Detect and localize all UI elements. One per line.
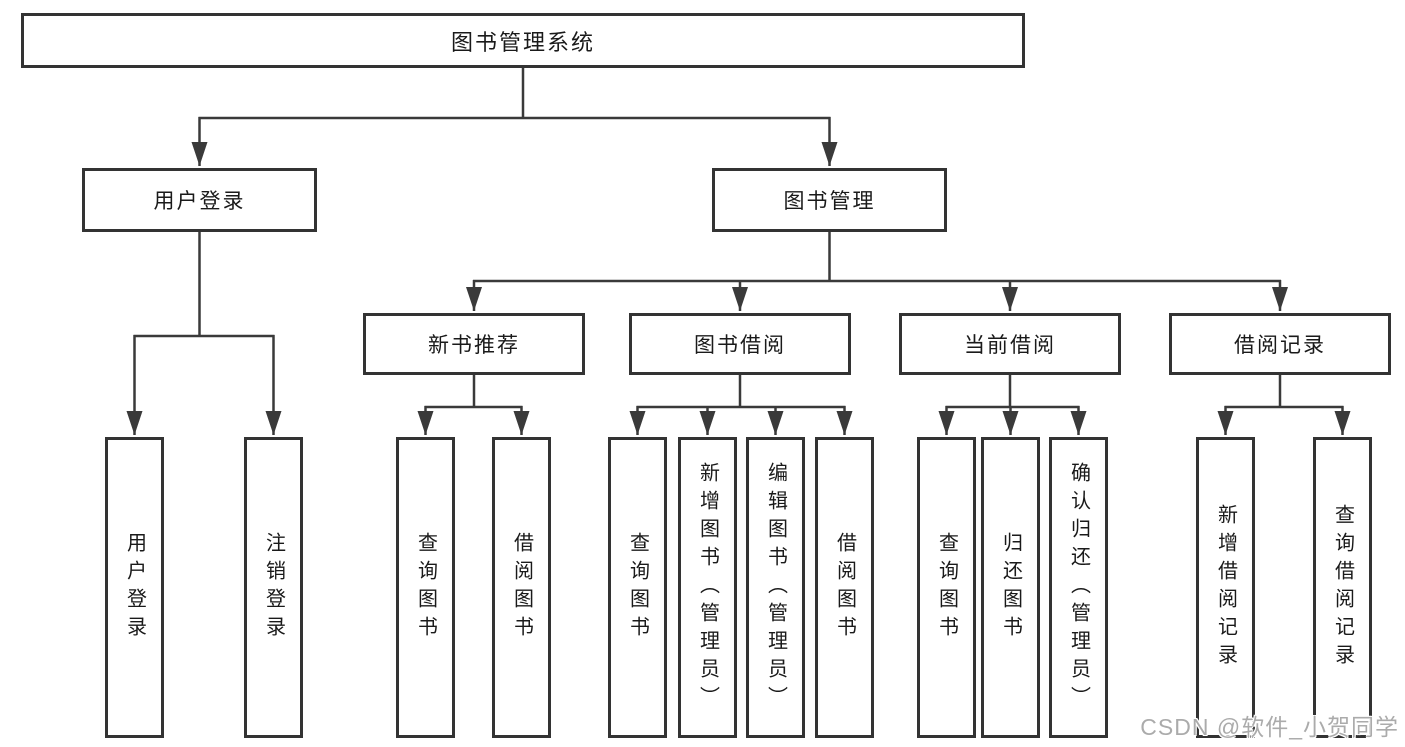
node-root-system: 图书管理系统 <box>21 13 1025 68</box>
leaf-add-borrow-record: 新增借阅记录 <box>1196 437 1255 738</box>
leaf-query-books-recommend: 查询图书 <box>396 437 455 738</box>
leaf-query-borrow-record: 查询借阅记录 <box>1313 437 1372 738</box>
leaf-query-books-borrow: 查询图书 <box>608 437 667 738</box>
leaf-borrow-books-recommend: 借阅图书 <box>492 437 551 738</box>
node-new-book-recommend: 新书推荐 <box>363 313 585 375</box>
leaf-query-books-current: 查询图书 <box>917 437 976 738</box>
leaf-return-books: 归还图书 <box>981 437 1040 738</box>
leaf-confirm-return-admin: 确认归还（管理员） <box>1049 437 1108 738</box>
leaf-edit-books-admin: 编辑图书（管理员） <box>746 437 805 738</box>
leaf-logout-login: 注销登录 <box>244 437 303 738</box>
node-book-management: 图书管理 <box>712 168 947 232</box>
leaf-user-login: 用户登录 <box>105 437 164 738</box>
leaf-borrow-books-borrow: 借阅图书 <box>815 437 874 738</box>
csdn-watermark: CSDN @软件_小贺同学 <box>1140 714 1399 740</box>
node-book-borrow: 图书借阅 <box>629 313 851 375</box>
node-current-borrow: 当前借阅 <box>899 313 1121 375</box>
node-user-login: 用户登录 <box>82 168 317 232</box>
leaf-add-books-admin: 新增图书（管理员） <box>678 437 737 738</box>
node-borrow-records: 借阅记录 <box>1169 313 1391 375</box>
